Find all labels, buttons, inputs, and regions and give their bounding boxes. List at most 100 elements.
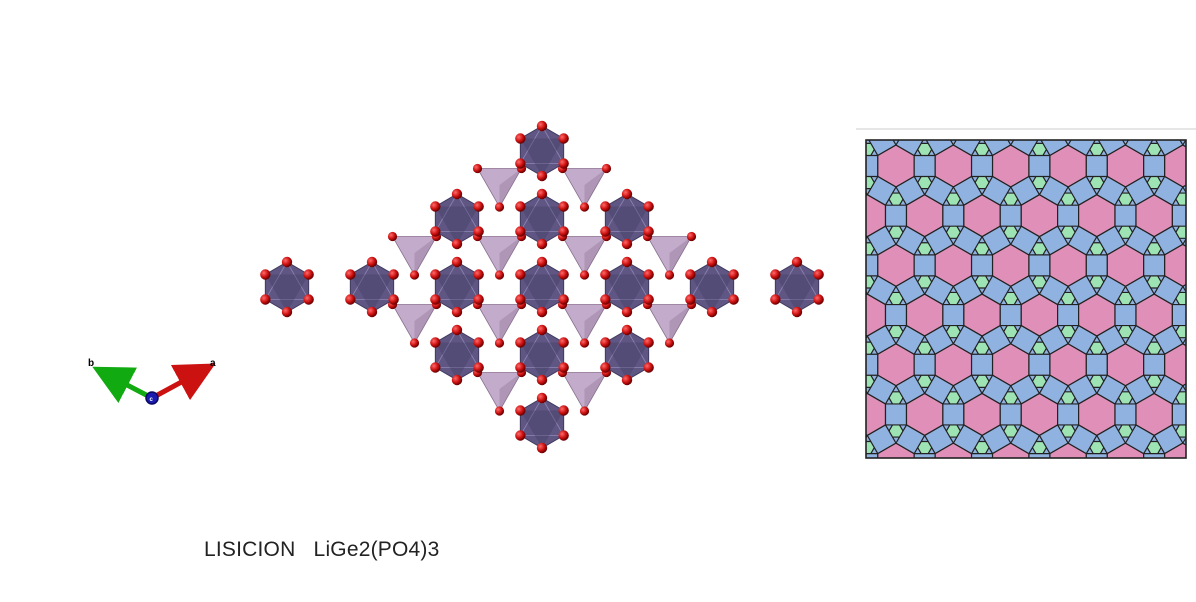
tiling-triangle bbox=[1027, 268, 1051, 289]
tiling-square bbox=[981, 175, 1012, 207]
tiling-square bbox=[1095, 175, 1127, 207]
tiling-square bbox=[866, 453, 879, 458]
tiling-square bbox=[866, 275, 897, 306]
tiling-triangle bbox=[941, 391, 965, 412]
tiling-square bbox=[1038, 275, 1069, 306]
tiling-triangle bbox=[999, 391, 1023, 412]
tiling-triangle bbox=[913, 367, 937, 388]
axis-a-arrow bbox=[150, 363, 216, 401]
tiling-square bbox=[1095, 275, 1127, 306]
tiling-square bbox=[1114, 403, 1137, 426]
tiling-triangle bbox=[1085, 142, 1109, 163]
tiling-triangle bbox=[970, 367, 994, 388]
tiling-triangle bbox=[941, 417, 965, 438]
tiling-triangle bbox=[1056, 318, 1080, 339]
tiling-triangle bbox=[1113, 391, 1138, 412]
geo6-octahedron bbox=[260, 256, 314, 318]
tiling-triangle bbox=[1113, 218, 1138, 239]
tiling-square bbox=[1009, 324, 1041, 356]
tiling-square bbox=[886, 126, 907, 127]
tiling-triangle bbox=[941, 291, 965, 312]
tiling-triangle bbox=[1115, 126, 1136, 139]
tiling-triangle bbox=[1142, 169, 1166, 190]
tiling-triangle bbox=[1027, 142, 1051, 163]
crystal-axes-indicator: a b c bbox=[88, 358, 216, 405]
axis-b-label: b bbox=[88, 358, 94, 369]
tiling-square bbox=[970, 154, 994, 178]
tiling-triangle bbox=[1142, 142, 1166, 163]
tiling-triangle bbox=[913, 341, 937, 362]
tiling-triangle bbox=[884, 192, 908, 213]
tiling-square bbox=[866, 154, 879, 178]
tiling-triangle bbox=[886, 126, 907, 139]
tiling-triangle bbox=[1027, 242, 1051, 263]
tiling-hexagon bbox=[1164, 442, 1186, 458]
tiling-square bbox=[866, 175, 897, 207]
tiling-triangle bbox=[1172, 126, 1193, 139]
tiling-square bbox=[923, 275, 955, 306]
tiling-triangle bbox=[941, 218, 965, 239]
tiling-square bbox=[1114, 303, 1137, 327]
geo6-octahedron bbox=[515, 324, 569, 386]
tiling-square bbox=[866, 353, 879, 376]
tiling-square bbox=[999, 303, 1022, 327]
tiling-square bbox=[970, 254, 994, 277]
lisicon-crystal-structure bbox=[260, 120, 824, 454]
axis-b-arrow bbox=[92, 366, 154, 403]
tiling-triangle bbox=[1113, 291, 1138, 312]
tiling-square bbox=[1124, 225, 1155, 256]
tiling-square bbox=[1057, 403, 1080, 426]
tiling-square bbox=[1171, 303, 1186, 327]
tiling-triangle bbox=[1056, 417, 1080, 438]
tiling-triangle bbox=[970, 169, 994, 190]
tiling-square bbox=[1095, 374, 1127, 405]
tiling-triangle bbox=[943, 126, 964, 139]
tiling-square bbox=[952, 324, 983, 356]
tiling-triangle bbox=[1027, 367, 1051, 388]
tiling-square bbox=[1143, 353, 1166, 376]
tiling-square bbox=[1124, 424, 1155, 455]
tiling-triangle bbox=[1056, 192, 1080, 213]
tiling-hexagon bbox=[856, 244, 857, 286]
tiling-square bbox=[1115, 126, 1136, 127]
tiling-square bbox=[981, 374, 1012, 405]
tiling-square bbox=[913, 154, 936, 178]
tiling-triangle bbox=[1056, 218, 1080, 239]
tiling-square bbox=[1028, 353, 1051, 376]
hexagon-square-triangle-tiling bbox=[856, 126, 1196, 459]
tiling-square bbox=[1057, 303, 1080, 327]
tiling-triangle bbox=[1113, 192, 1138, 213]
axis-a-label: a bbox=[210, 358, 216, 369]
tiling-square bbox=[1067, 140, 1096, 157]
tiling-square bbox=[1171, 403, 1186, 426]
tiling-square bbox=[1143, 154, 1166, 178]
tiling-square bbox=[1028, 154, 1051, 178]
axis-c-label: c bbox=[150, 397, 154, 403]
tiling-square bbox=[923, 374, 955, 405]
tiling-square bbox=[943, 126, 964, 127]
tiling-hexagon bbox=[907, 126, 943, 137]
tiling-triangle bbox=[913, 268, 937, 289]
tiling-triangle bbox=[1085, 268, 1109, 289]
tiling-square bbox=[1028, 254, 1051, 277]
tiling-square bbox=[884, 204, 908, 227]
tiling-square bbox=[895, 225, 926, 256]
tiling-triangle bbox=[884, 391, 908, 412]
tiling-square bbox=[1153, 175, 1184, 207]
geo6-octahedron bbox=[430, 256, 484, 318]
geo6-octahedron bbox=[600, 188, 654, 250]
tiling-square bbox=[999, 403, 1022, 426]
tiling-square bbox=[895, 324, 926, 356]
geo6-octahedron bbox=[515, 256, 569, 318]
tiling-triangle bbox=[1000, 126, 1021, 139]
tiling-square bbox=[1067, 424, 1098, 455]
tiling-triangle bbox=[1085, 169, 1109, 190]
tiling-triangle bbox=[1085, 367, 1109, 388]
tiling-triangle bbox=[884, 291, 908, 312]
tiling-triangle bbox=[999, 318, 1023, 339]
tiling-triangle bbox=[1085, 341, 1109, 362]
tiling-square bbox=[1038, 175, 1069, 207]
tiling-square bbox=[1172, 126, 1193, 127]
tiling-square bbox=[942, 303, 965, 327]
tiling-square bbox=[999, 204, 1022, 227]
